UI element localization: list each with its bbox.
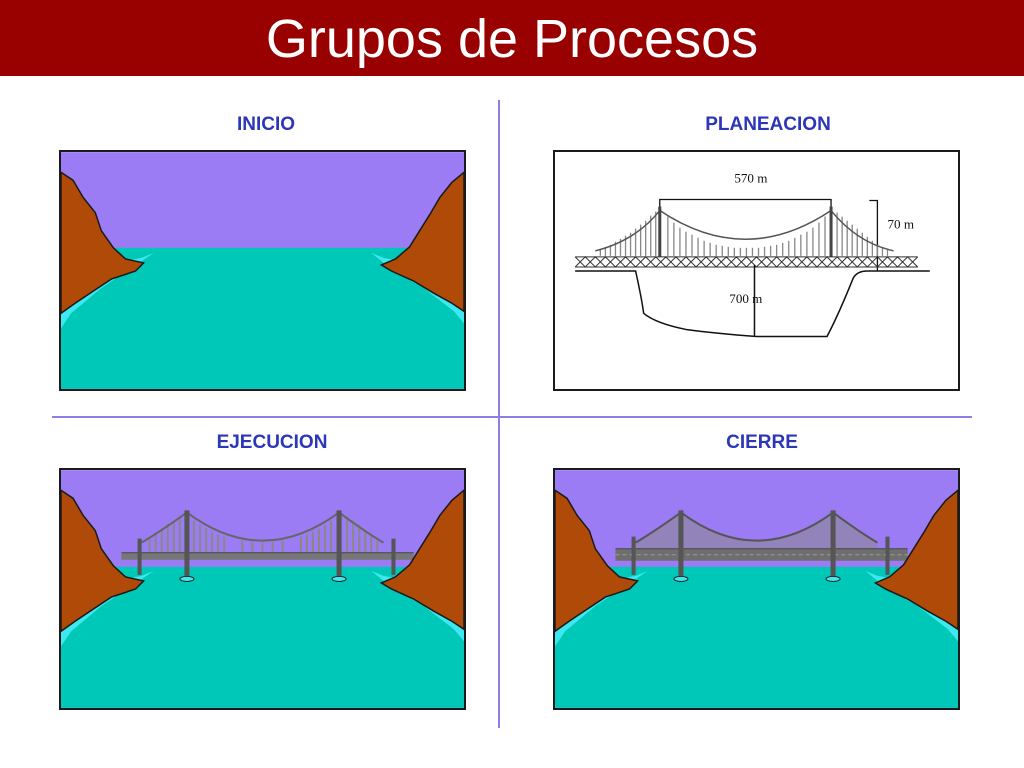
- completed-hangers: [635, 512, 878, 553]
- left-cliff: [61, 489, 146, 633]
- slide-title: Grupos de Procesos: [265, 9, 759, 69]
- left-backstay-cable: [595, 210, 661, 252]
- right-cliff: [873, 489, 958, 631]
- right-backstay-cable: [830, 210, 894, 252]
- deck: [121, 552, 414, 560]
- height-label: 70 m: [887, 217, 914, 232]
- right-cliff: [379, 171, 464, 313]
- planeacion-label: PLANEACION: [705, 114, 831, 135]
- title-bar: Grupos de Procesos: [0, 0, 1024, 76]
- vertical-divider: [498, 100, 500, 728]
- left-tower-footing: [179, 575, 195, 582]
- inicio-panel: [59, 150, 466, 391]
- horizontal-divider: [52, 416, 972, 418]
- main-cable: [635, 511, 878, 544]
- ejecucion-scene: [61, 470, 464, 708]
- right-tower-footing: [825, 575, 841, 582]
- deck-truss-up: [574, 256, 919, 268]
- cierre-label: CIERRE: [726, 432, 798, 453]
- depth-label: 700 m: [729, 291, 762, 306]
- right-cliff: [379, 489, 464, 631]
- left-tower-footing: [673, 575, 689, 582]
- span-label: 570 m: [734, 170, 767, 185]
- main-cable: [141, 511, 384, 544]
- inicio-label: INICIO: [236, 114, 296, 135]
- left-cliff: [555, 489, 640, 633]
- ejecucion-label: EJECUCION: [216, 432, 328, 453]
- cierre-panel: [553, 468, 960, 710]
- cierre-scene: [555, 470, 958, 708]
- span-dimension-line: [659, 198, 832, 208]
- deck-truss-down: [574, 256, 919, 268]
- left-cliff: [61, 171, 146, 315]
- right-tower-footing: [331, 575, 347, 582]
- planeacion-panel: 570 m 70 m: [553, 150, 960, 391]
- planeacion-blueprint: 570 m 70 m: [555, 152, 958, 389]
- ejecucion-panel: [59, 468, 466, 710]
- partial-hangers: [148, 516, 379, 553]
- valley-profile: [575, 270, 930, 338]
- inicio-scene: [61, 152, 464, 389]
- main-cable: [659, 209, 832, 241]
